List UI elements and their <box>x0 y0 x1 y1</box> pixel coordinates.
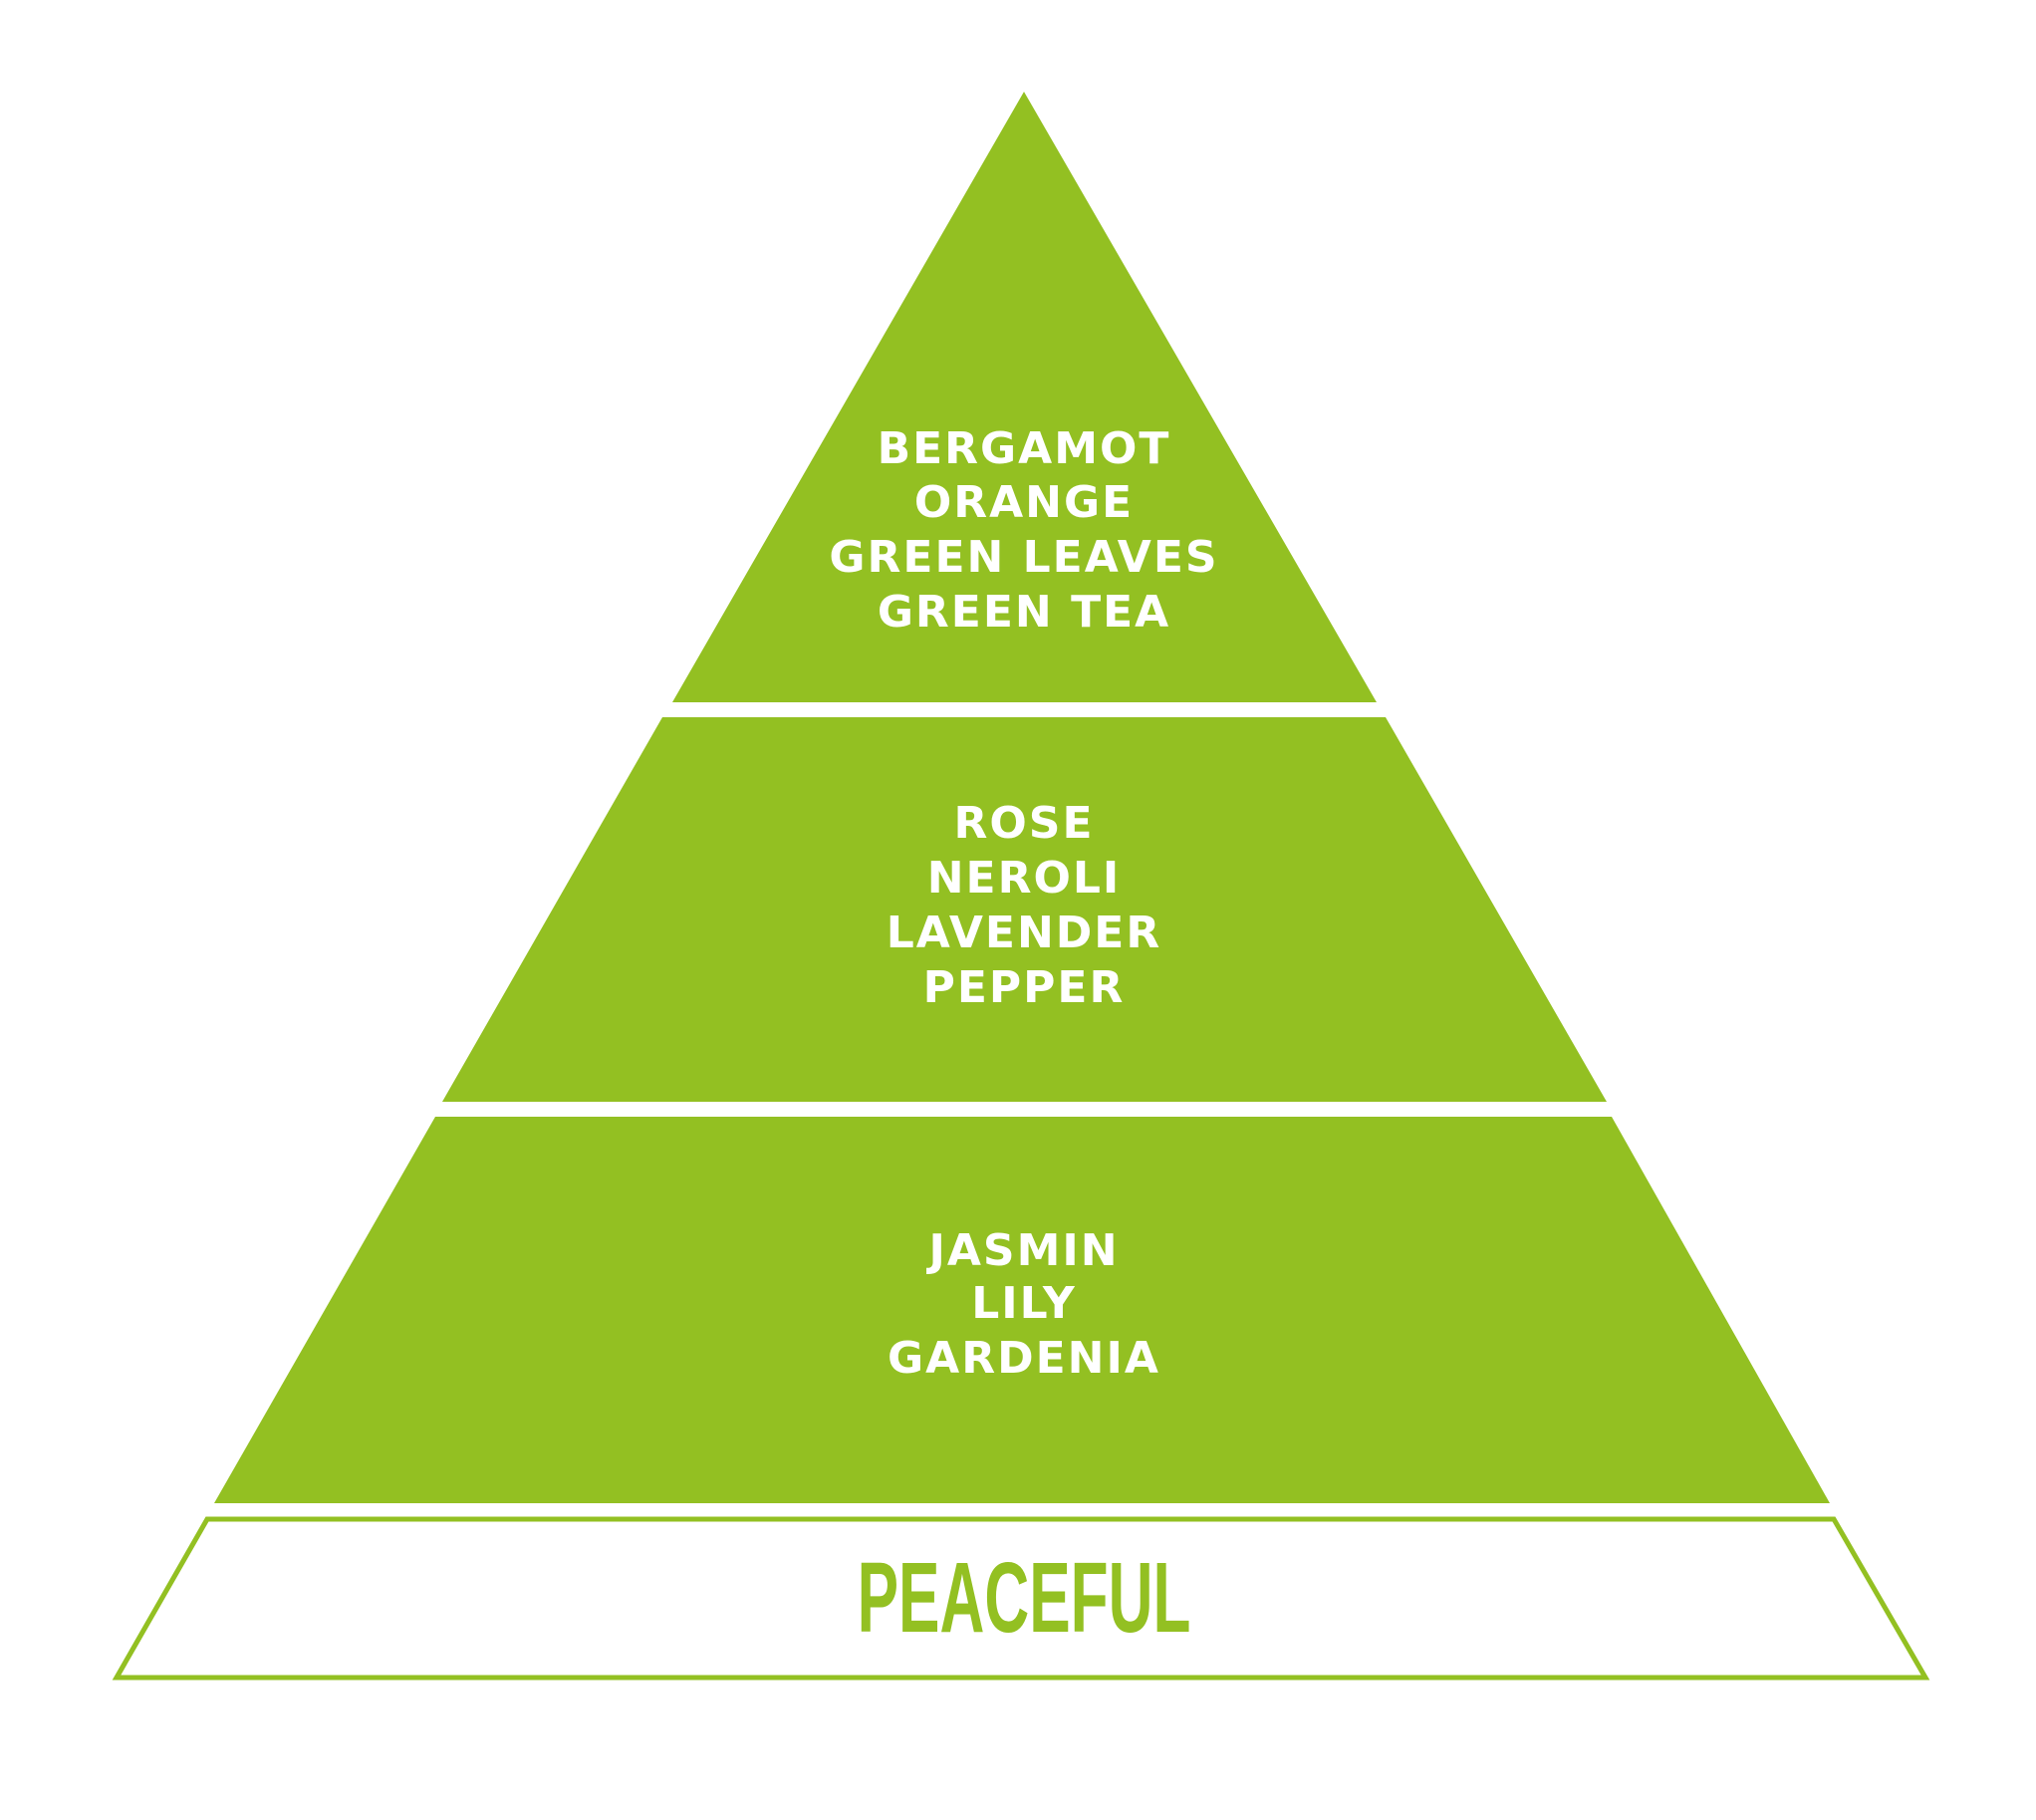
tier-top-shape <box>672 92 1377 702</box>
note: ORANGE <box>914 477 1134 528</box>
note: JASMIN <box>925 1225 1119 1276</box>
note: LAVENDER <box>887 908 1162 958</box>
note: BERGAMOT <box>878 423 1171 474</box>
note: LILY <box>971 1278 1076 1329</box>
tier-base-shape <box>214 1117 1830 1503</box>
note: NEROLI <box>927 853 1122 904</box>
tier-heart-shape <box>442 717 1607 1102</box>
tier-top-notes: BERGAMOT ORANGE GREEN LEAVES GREEN TEA <box>829 423 1218 638</box>
label-band-outline <box>112 1516 1930 1681</box>
note: ROSE <box>953 798 1094 849</box>
note: GARDENIA <box>888 1333 1160 1384</box>
note: GREEN LEAVES <box>829 532 1218 583</box>
note: PEPPER <box>923 962 1126 1013</box>
tier-heart-notes: ROSE NEROLI LAVENDER PEPPER <box>887 798 1162 1013</box>
note: GREEN TEA <box>878 587 1170 638</box>
tier-base-notes: JASMIN LILY GARDENIA <box>888 1225 1160 1384</box>
base-label: PEACEFUL <box>858 1542 1191 1654</box>
